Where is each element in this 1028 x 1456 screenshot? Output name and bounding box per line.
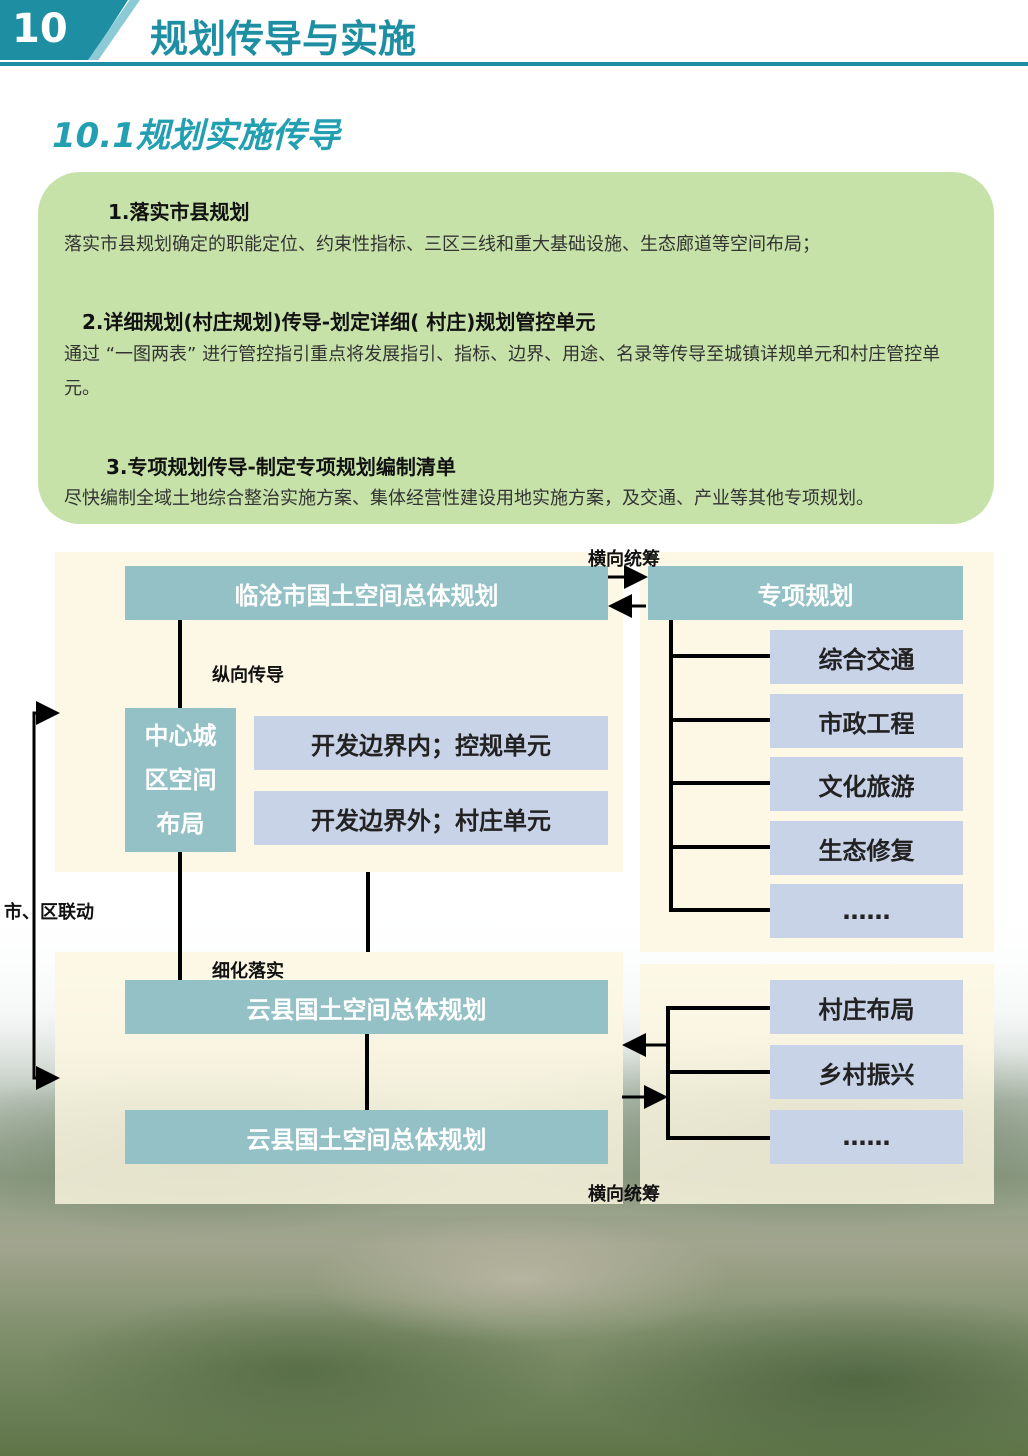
special-tree-branch	[669, 845, 771, 849]
city-plan-box: 临沧市国土空间总体规划	[125, 566, 608, 620]
county-plan-box: 云县国土空间总体规划	[125, 1110, 608, 1164]
center-layout-box: 中心城区空间布局	[125, 708, 236, 852]
header-rule	[0, 62, 1028, 66]
connector-line	[365, 1034, 369, 1112]
vertical-transmission-label: 纵向传导	[212, 665, 284, 686]
section-title: 10.1规划实施传导	[52, 116, 340, 156]
special-tree-branch	[669, 908, 771, 912]
item-3-heading: 3.专项规划传导-制定专项规划编制清单	[106, 455, 456, 479]
inside-boundary-box: 开发边界内；控规单元	[254, 716, 608, 770]
special-item-box: 生态修复	[770, 821, 963, 875]
item-2-body: 通过 “一图两表” 进行管控指引重点将发展指引、指标、边界、用途、名录等传导至城…	[64, 344, 941, 399]
county-plan-box: 云县国土空间总体规划	[125, 980, 608, 1034]
special-item-box: ……	[770, 884, 963, 938]
special-plan-box: 专项规划	[648, 566, 963, 620]
connector-line	[366, 872, 370, 952]
refine-implementation-label: 细化落实	[212, 961, 284, 982]
connector-line	[178, 852, 182, 982]
outside-boundary-box: 开发边界外；村庄单元	[254, 791, 608, 845]
horizontal-coordination-label: 横向统筹	[588, 549, 660, 570]
summary-card	[38, 172, 994, 524]
village-tree-branch	[666, 1006, 770, 1010]
village-tree-branch	[666, 1070, 770, 1074]
village-item-box: 村庄布局	[770, 980, 963, 1034]
item-1-heading: 1.落实市县规划	[108, 200, 250, 224]
connector-line	[178, 620, 182, 712]
linkage-bracket	[32, 711, 52, 1080]
special-item-box: 文化旅游	[770, 757, 963, 811]
page-header: 10 规划传导与实施	[0, 0, 1028, 66]
chapter-number: 10	[12, 6, 68, 52]
horizontal-coordination-label: 横向统筹	[588, 1184, 660, 1205]
special-tree-branch	[669, 781, 771, 785]
village-item-box: ……	[770, 1110, 963, 1164]
item-2-heading: 2.详细规划(村庄规划)传导-划定详细( 村庄)规划管控单元	[82, 310, 596, 334]
village-tree-branch	[666, 1136, 770, 1140]
special-tree-trunk	[669, 620, 673, 912]
city-district-linkage-label: 市、区联动	[4, 902, 94, 923]
special-tree-branch	[669, 718, 771, 722]
item-1-body: 落实市县规划确定的职能定位、约束性指标、三区三线和重大基础设施、生态廊道等空间布…	[64, 234, 820, 255]
village-item-box: 乡村振兴	[770, 1045, 963, 1099]
special-item-box: 综合交通	[770, 630, 963, 684]
chapter-title: 规划传导与实施	[150, 17, 417, 61]
item-3-body: 尽快编制全域土地综合整治实施方案、集体经营性建设用地实施方案，及交通、产业等其他…	[64, 488, 874, 509]
special-item-box: 市政工程	[770, 694, 963, 748]
special-tree-branch	[669, 654, 771, 658]
